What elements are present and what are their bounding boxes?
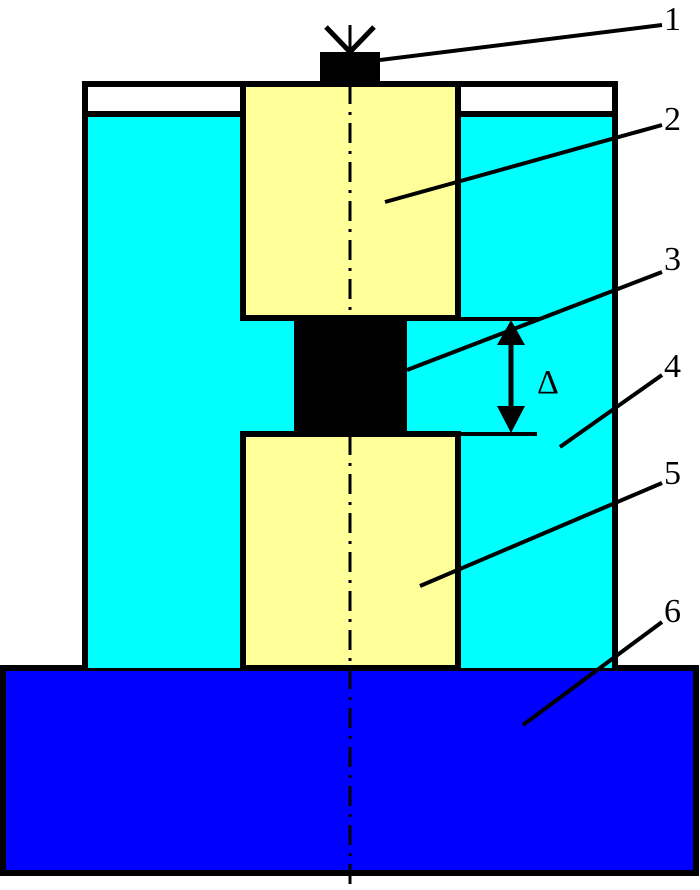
label-5: 5 — [664, 455, 681, 492]
top-gap-right — [458, 85, 615, 113]
label-2: 2 — [664, 101, 681, 138]
label-1: 1 — [664, 1, 681, 38]
double-arrow-icon — [497, 320, 525, 433]
label-4: 4 — [664, 348, 681, 385]
sensor-prongs-icon — [324, 25, 376, 54]
leader-lines — [379, 23, 664, 727]
housing-left — [85, 113, 243, 668]
delta-symbol: Δ — [537, 364, 559, 401]
top-gap-left — [85, 85, 243, 113]
label-3: 3 — [664, 241, 681, 278]
top-cap — [320, 52, 380, 84]
housing-right — [458, 113, 615, 668]
label-6: 6 — [664, 593, 681, 630]
